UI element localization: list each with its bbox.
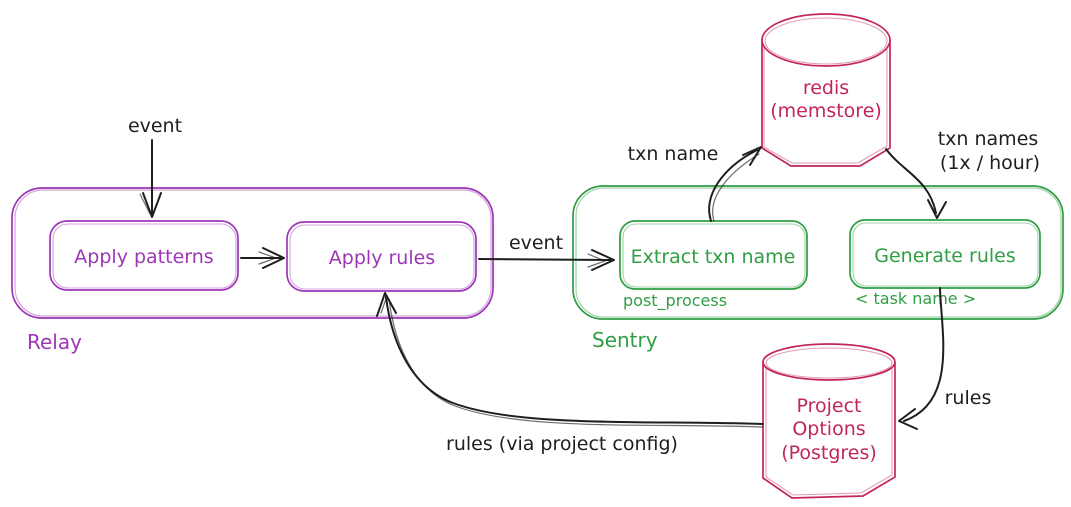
apply-rules-label: Apply rules bbox=[329, 247, 435, 269]
event-mid-label: event bbox=[509, 232, 563, 254]
apply-patterns-node[interactable] bbox=[49, 220, 239, 291]
txn-names-label-line2: (1x / hour) bbox=[940, 152, 1040, 174]
project-options-label-line3: (Postgres) bbox=[781, 442, 877, 464]
task-name-caption: < task name > bbox=[855, 289, 976, 308]
redis-cylinder[interactable] bbox=[761, 13, 891, 167]
patterns-to-rules-arrow bbox=[240, 247, 285, 269]
event-mid-arrow bbox=[478, 249, 615, 271]
extract-txn-name-label: Extract txn name bbox=[631, 246, 796, 268]
txn-name-label: txn name bbox=[628, 143, 719, 165]
event-in-arrow bbox=[139, 139, 162, 218]
event-in-label: event bbox=[128, 115, 182, 137]
project-options-label-line1: Project bbox=[796, 395, 861, 417]
generate-rules-label: Generate rules bbox=[874, 245, 1016, 267]
redis-to-generate-arrow bbox=[885, 148, 947, 219]
redis-label-line1: redis bbox=[803, 77, 849, 99]
postgres-to-relay-arrow bbox=[376, 292, 764, 428]
relay-label: Relay bbox=[27, 330, 82, 354]
extract-txn-name-node[interactable] bbox=[619, 220, 808, 290]
rules-via-label: rules (via project config) bbox=[446, 433, 678, 455]
generate-to-postgres-arrow bbox=[898, 287, 945, 430]
sentry-label: Sentry bbox=[592, 328, 658, 352]
generate-rules-node[interactable] bbox=[849, 219, 1041, 289]
rules-label: rules bbox=[945, 387, 992, 409]
extract-to-redis-arrow bbox=[708, 146, 762, 222]
post-process-caption: post_process bbox=[623, 291, 727, 311]
apply-patterns-label: Apply patterns bbox=[74, 246, 213, 268]
project-options-cylinder[interactable] bbox=[762, 343, 896, 499]
txn-names-label-line1: txn names bbox=[938, 128, 1039, 150]
project-options-label-line2: Options bbox=[792, 418, 865, 440]
apply-rules-node[interactable] bbox=[286, 221, 477, 292]
redis-label-line2: (memstore) bbox=[770, 100, 882, 122]
